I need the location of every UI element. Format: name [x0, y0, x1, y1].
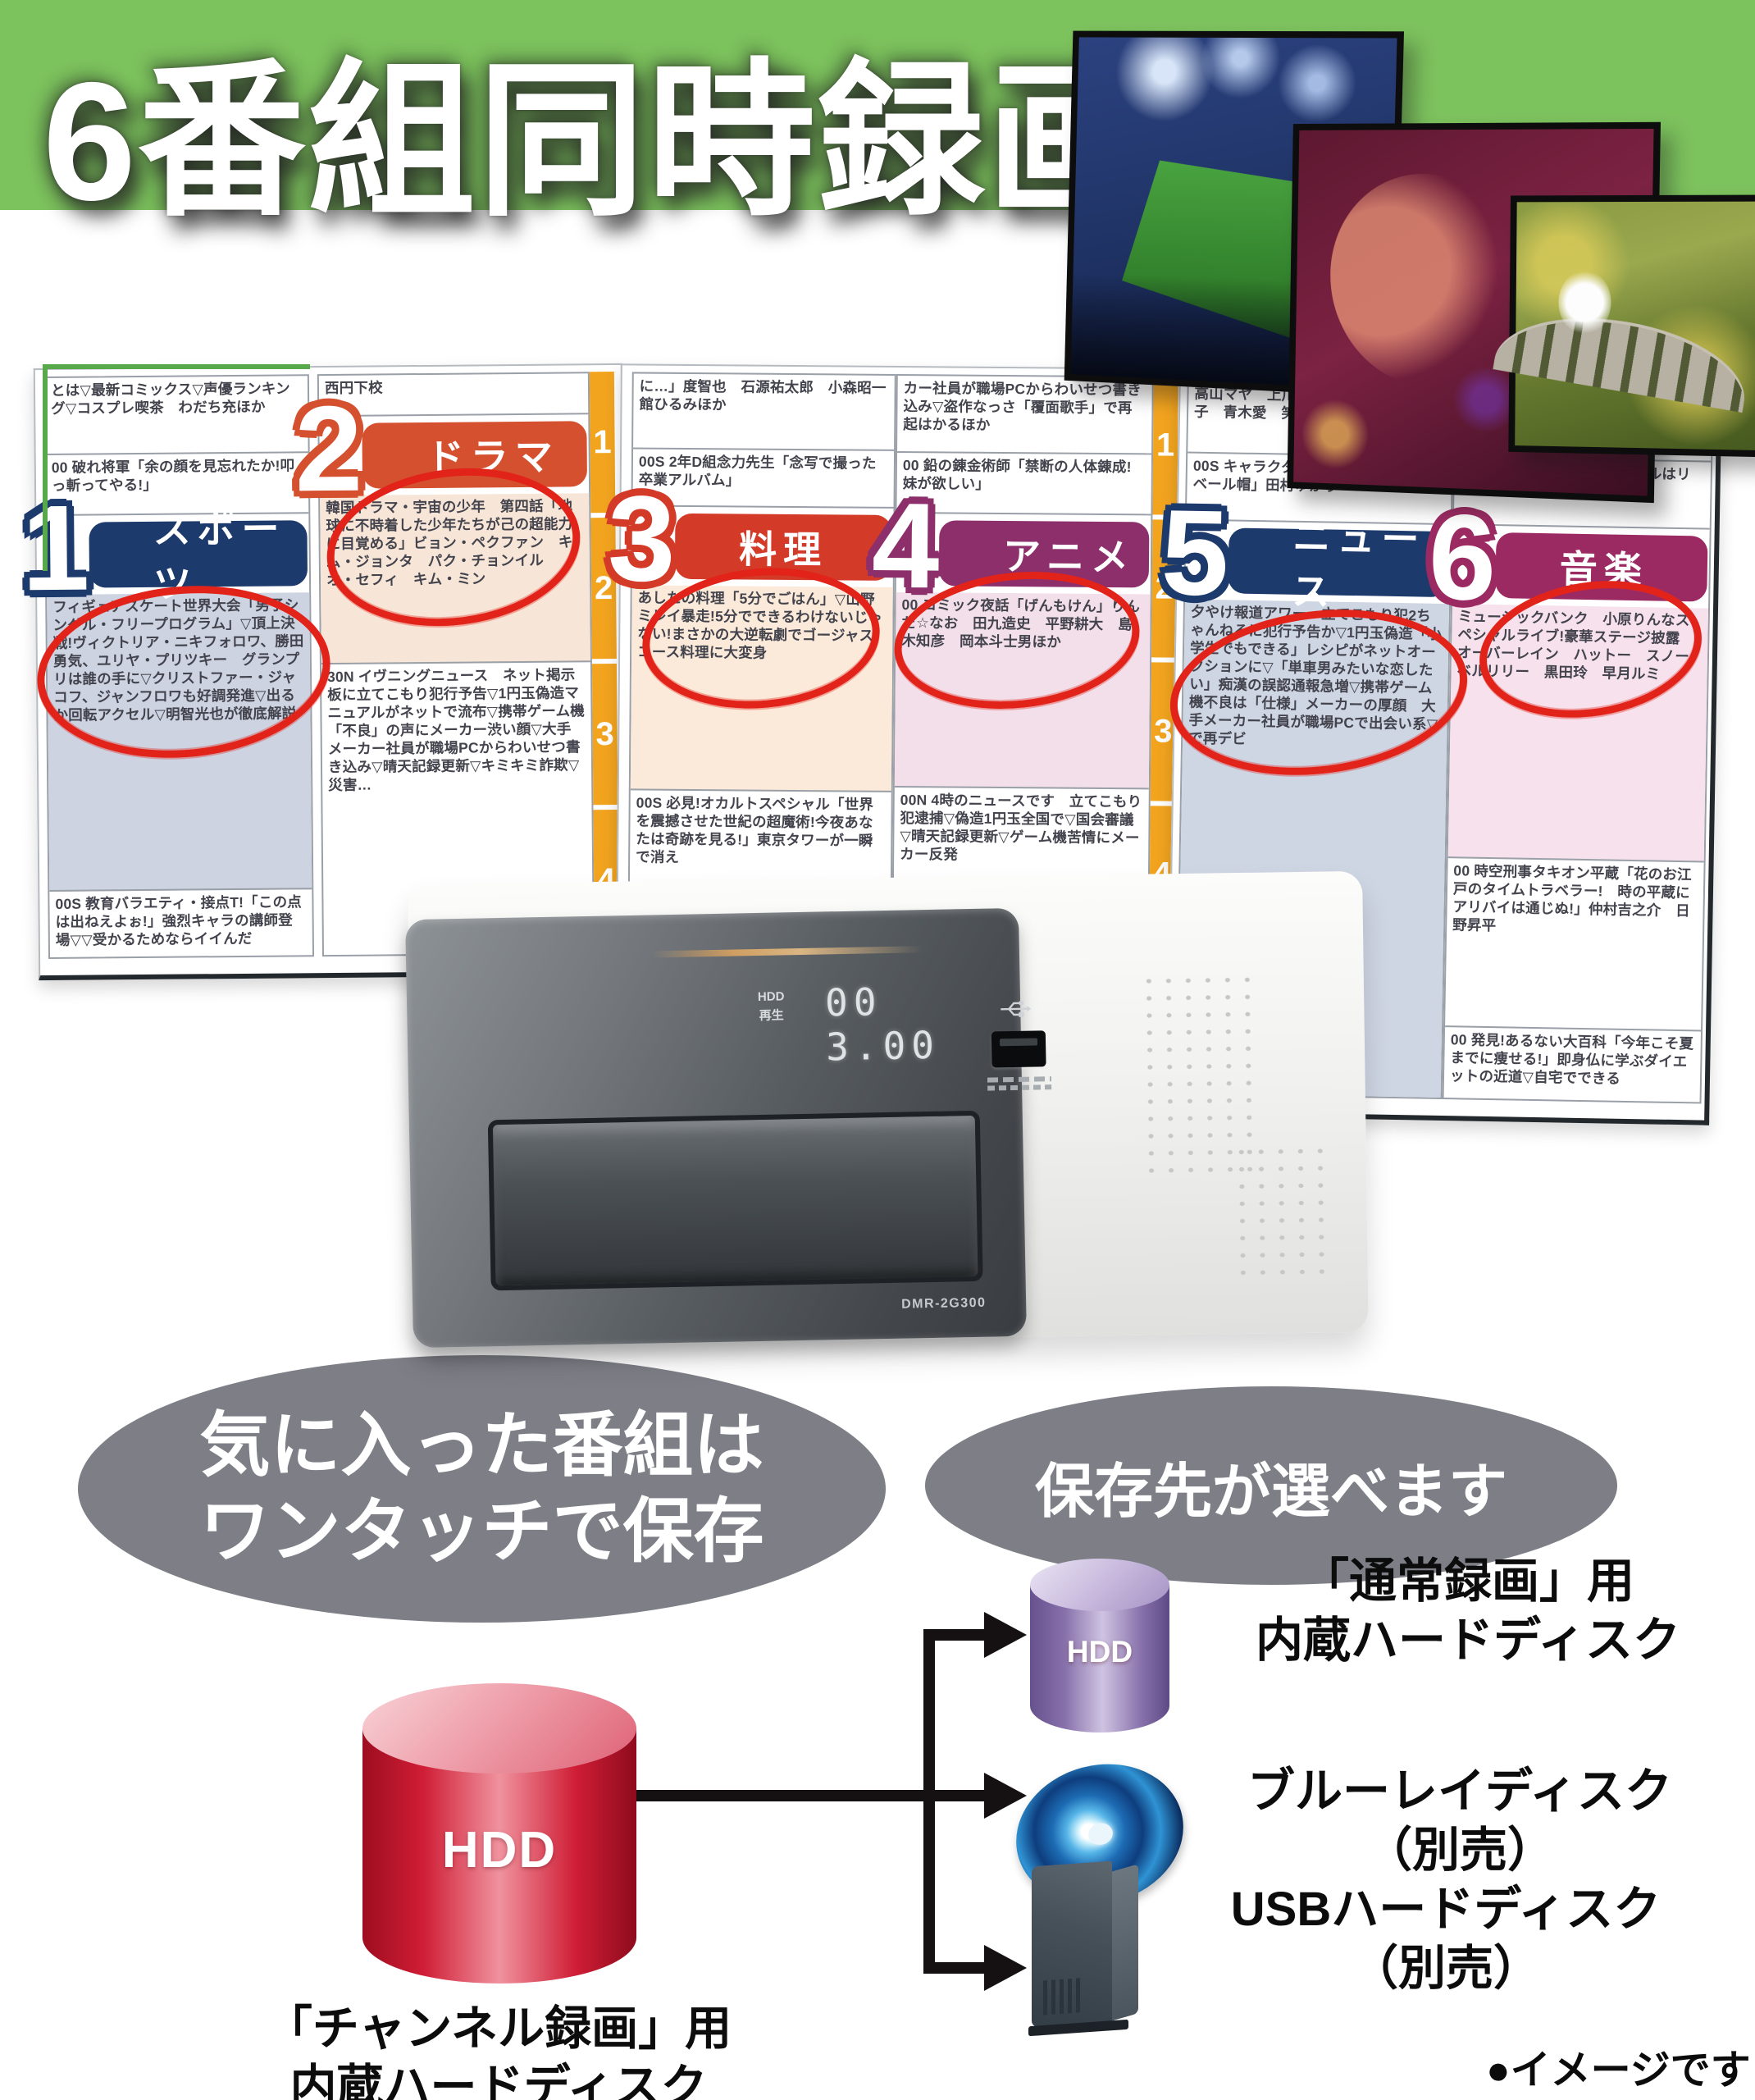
program-text: 00 発見!あるない大百科「今年こそ夏までに痩せる!」即身仏に学ぶダイエットの近… — [1449, 1031, 1694, 1087]
recorder-front-panel: HDD 再生 00 3.00 DMR-2G300 — [405, 907, 1051, 1349]
connector-line — [923, 1629, 935, 1974]
hdd-label: HDD — [441, 1822, 558, 1879]
caption-line-1: ブルーレイディスク — [1247, 1764, 1672, 1818]
program-text: 00 時空刑事タキオン平蔵「花のお江戸のタイムトラベラー! 時の平蔵にアリバイは… — [1445, 858, 1704, 1032]
green-sheet-edge — [43, 364, 310, 571]
arrow-right-icon — [984, 1773, 1027, 1819]
page-title: 6番組同時録画 — [43, 48, 1157, 235]
caption-line-2: 内蔵ハードディスク — [289, 2060, 708, 2100]
time-bar: 1 2 3 4 — [589, 371, 619, 952]
caption-line-2: 内蔵ハードディスク — [1256, 1613, 1680, 1667]
program-text: 00S 教育バラエティ・接点T!「この点は出ねえよぉ!」強烈キャラの講師登場▽▽… — [55, 893, 303, 949]
panel-lamp — [651, 946, 923, 958]
program-text: に…」度智也 石源祐太郎 小森昭一 館ひるみほか — [633, 373, 895, 451]
usb-hdd-icon — [1028, 1860, 1146, 2038]
destination-hdd-caption: 「通常録画」用 内蔵ハードディスク — [1189, 1552, 1747, 1670]
bubble-line-1: 気に入った番組は — [199, 1406, 764, 1486]
normal-recording-hdd-cylinder: HDD — [1030, 1559, 1169, 1732]
connector-line — [929, 1962, 987, 1974]
usb-port[interactable] — [991, 1030, 1046, 1068]
cylinder-top — [1030, 1559, 1169, 1611]
usb-hdd-front — [1032, 1860, 1112, 2028]
genre-label: ニュース — [1228, 516, 1449, 614]
genre-number: 5 — [1160, 484, 1230, 622]
destination-bd-caption: ブルーレイディスク （別売） — [1173, 1762, 1747, 1880]
display-play-label: 再生 — [759, 1007, 784, 1023]
time-tick: 3 — [591, 663, 618, 806]
vent-holes — [1231, 1142, 1333, 1284]
tv-screen-train — [1493, 194, 1755, 458]
genre-badge-news: 5 ニュース — [1160, 485, 1451, 621]
caption-line-1: USBハードディスク — [1230, 1883, 1662, 1936]
caption-line-1: 「通常録画」用 — [1301, 1554, 1634, 1608]
viaduct-graphic — [1493, 304, 1754, 413]
connector-line — [929, 1629, 987, 1641]
bubble-line-2: ワンタッチで保存 — [199, 1492, 764, 1571]
header-banner: 6番組同時録画 — [0, 0, 1755, 226]
display-mode-label: HDD 再生 — [758, 988, 785, 1025]
connector-line — [633, 1790, 987, 1801]
epg-column-drama: 西円下校 2 ドラマ 韓国ドラマ・宇宙の少年 第四話「地球に不時着した少年たちが… — [294, 372, 595, 957]
destination-usb-caption: USBハードディスク （別売） — [1155, 1880, 1737, 1998]
cylinder-top — [362, 1683, 636, 1774]
usb-hdd-side — [1110, 1864, 1138, 2021]
caption-line-2: （別売） — [1364, 1823, 1555, 1877]
disc-tray[interactable] — [487, 1110, 983, 1291]
blu-ray-recorder: HDD 再生 00 3.00 DMR-2G300 — [405, 870, 1369, 1349]
genre-number: 6 — [1427, 489, 1497, 627]
hdd-label: HDD — [1066, 1635, 1133, 1669]
speech-bubble-one-touch: 気に入った番組は ワンタッチで保存 — [78, 1355, 886, 1623]
usb-icon — [1001, 1000, 1032, 1017]
program-text: カー社員が職場PCからわいせつ書き込み▽盗作なっさ「覆面歌手」で再起はかるほか — [897, 375, 1152, 455]
source-caption: 「チャンネル録画」用 内蔵ハードディスク — [203, 2000, 794, 2100]
channel-recording-hdd-cylinder: HDD — [362, 1683, 636, 1984]
caption-line-1: 「チャンネル録画」用 — [265, 2002, 732, 2055]
arrow-right-icon — [984, 1612, 1027, 1658]
arrow-right-icon — [984, 1945, 1027, 1991]
genre-number: 3 — [607, 471, 677, 607]
model-number: DMR-2G300 — [901, 1295, 987, 1312]
display-hdd-label: HDD — [757, 989, 785, 1004]
image-disclaimer: ●イメージです — [1486, 2048, 1751, 2093]
caption-line-2: （別売） — [1350, 1941, 1541, 1995]
bubble-line: 保存先が選べます — [1034, 1459, 1507, 1525]
speech-bubble-destinations: 保存先が選べます — [925, 1386, 1617, 1585]
genre-number: 4 — [871, 477, 941, 614]
